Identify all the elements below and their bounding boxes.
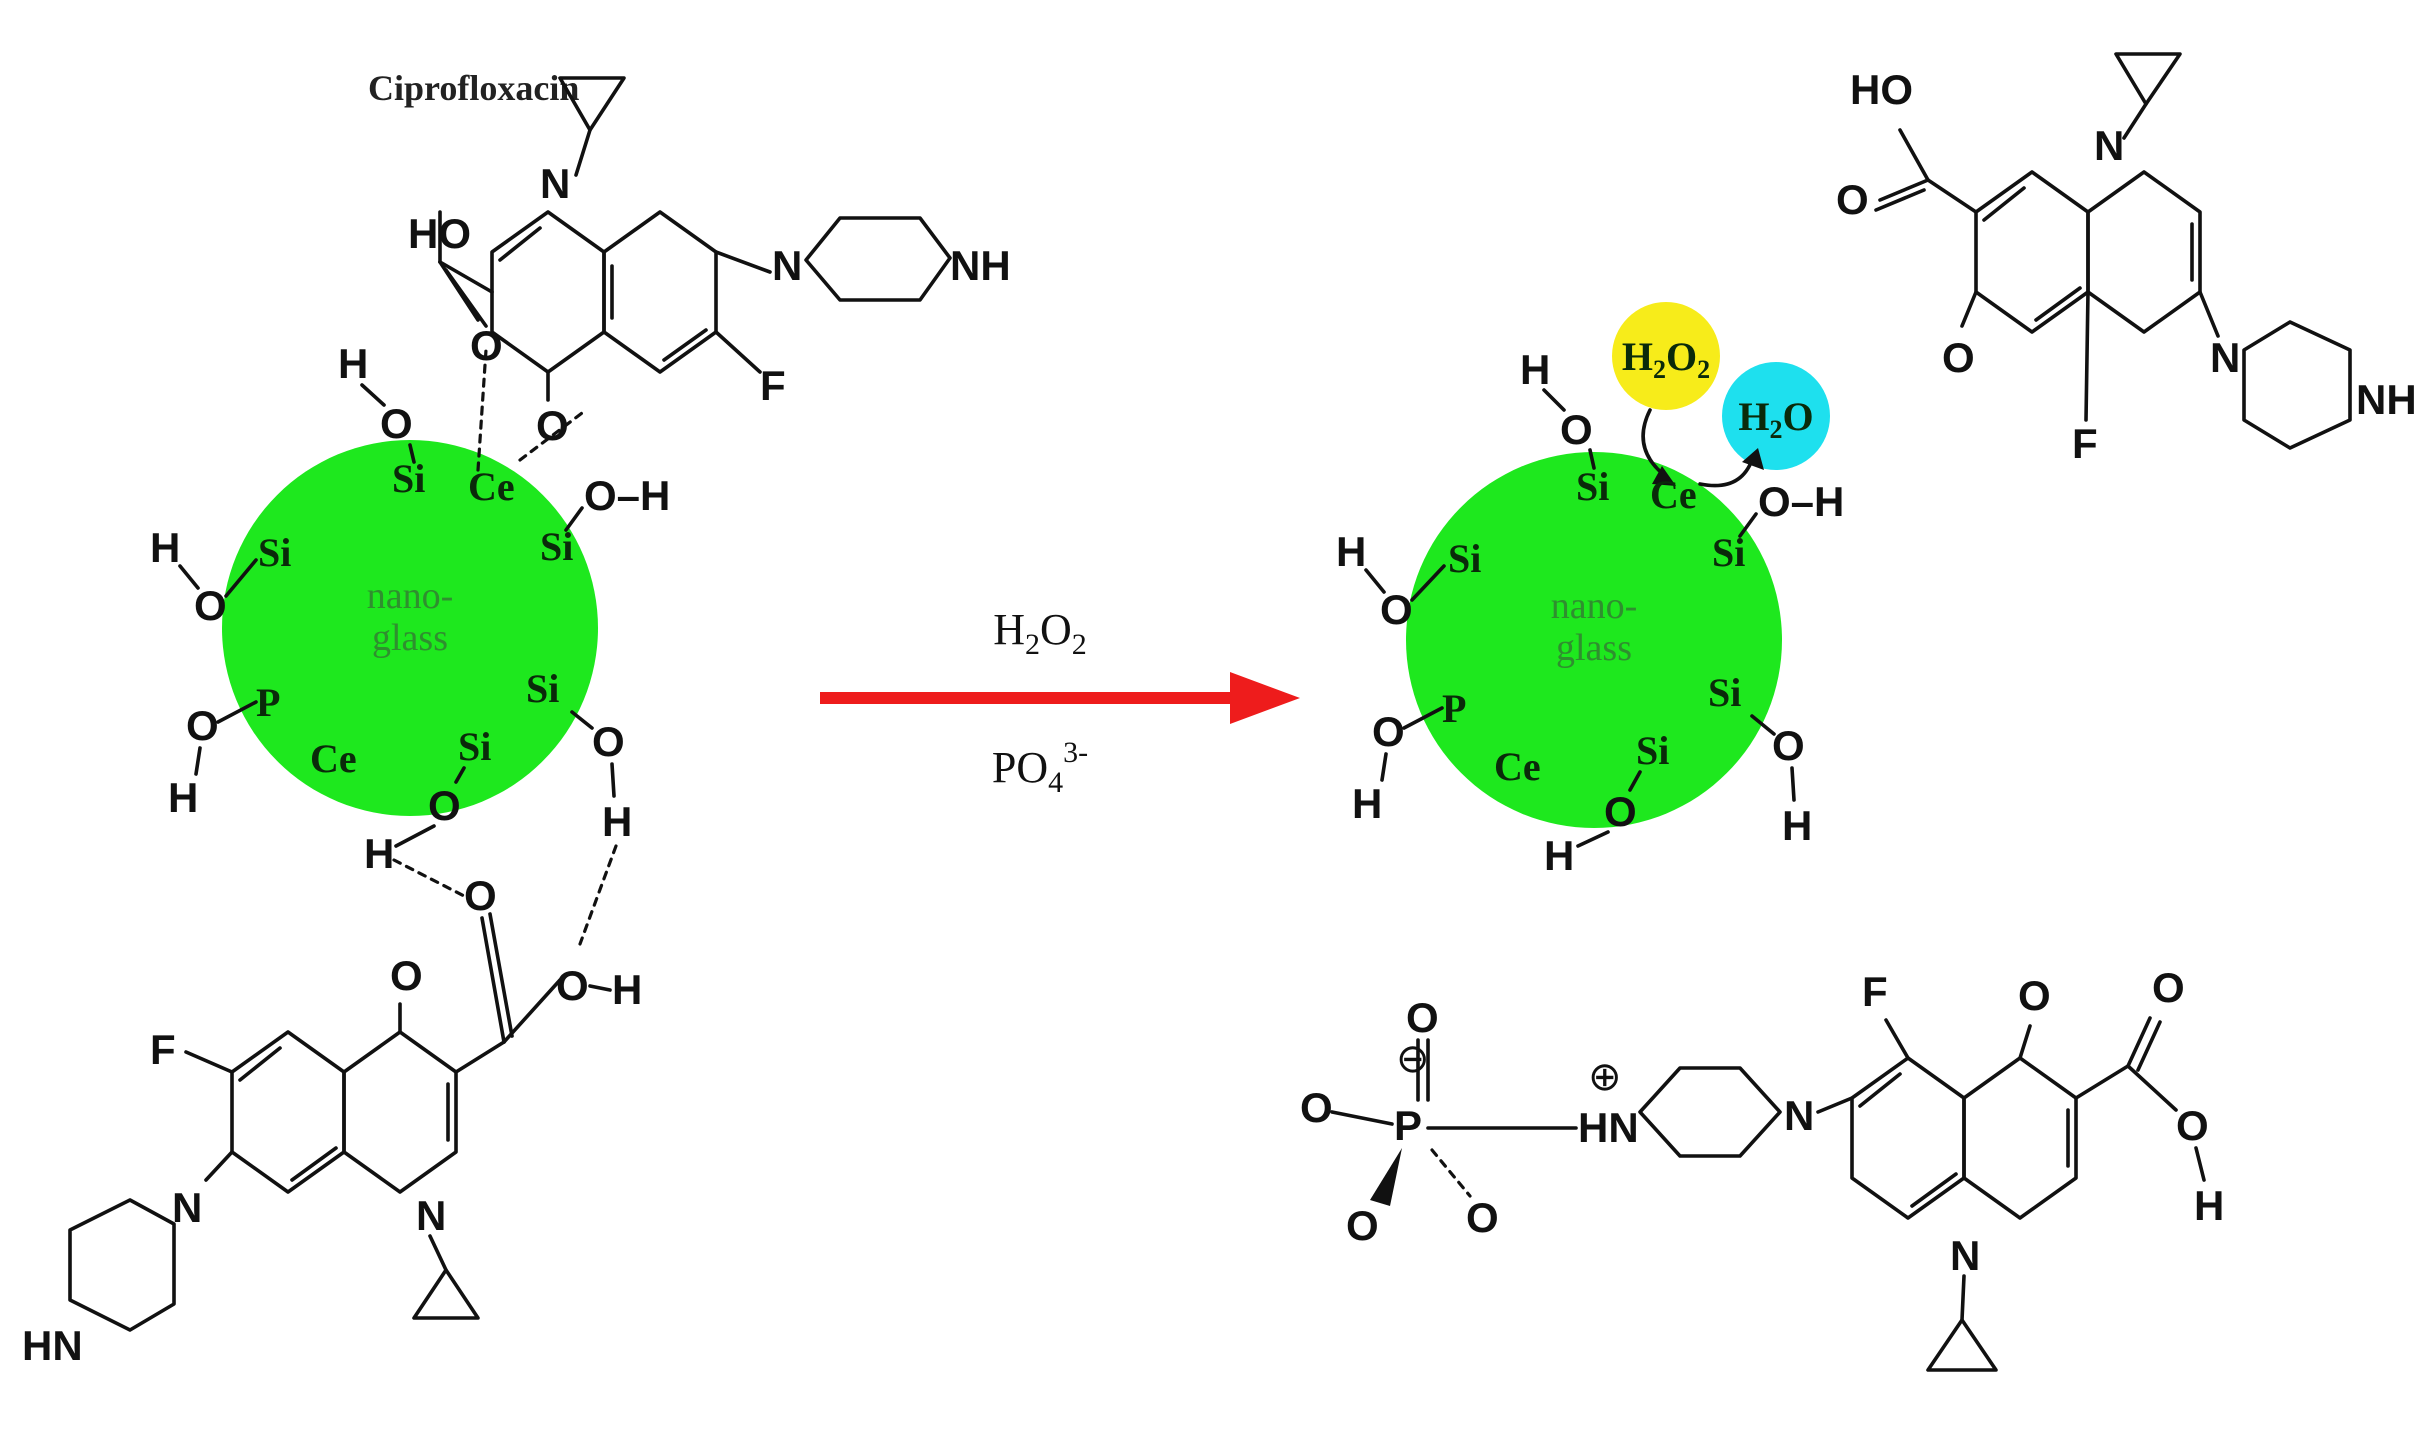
h-lower-right: H — [602, 798, 632, 845]
phos-oh-o: O — [2176, 1102, 2209, 1149]
o-lower-right: O — [592, 718, 625, 765]
ciprofloxacin-title: Ciprofloxacin — [368, 68, 579, 108]
h-top: H — [338, 340, 368, 387]
r-o-bottom: O — [1604, 788, 1637, 835]
right-panel: nano- glass H2O2 H2O Si Ce Si Si Si Si P… — [1300, 52, 2417, 1372]
surface-ce-top: Ce — [468, 464, 515, 509]
core-label-line2-right: glass — [1556, 627, 1632, 669]
r-surface-ce-bottom: Ce — [1494, 744, 1541, 789]
surface-si-left: Si — [258, 530, 291, 575]
phos-plus: ⊕ — [1588, 1055, 1622, 1099]
free-n1: N — [2094, 122, 2124, 169]
o-bottom: O — [428, 782, 461, 829]
phos-ketone-o: O — [2018, 972, 2051, 1019]
reaction-arrow-group: H2O2 PO43- — [820, 605, 1300, 799]
o-left: O — [194, 582, 227, 629]
top-carboxyl-o: O — [470, 322, 503, 369]
o-top: O — [380, 400, 413, 447]
free-pip-nh: NH — [2356, 376, 2417, 423]
top-n1: N — [540, 160, 570, 207]
water-bubble — [1722, 362, 1830, 470]
r-surface-si-left: Si — [1448, 536, 1481, 581]
ciprofloxacin-bottom: O O O H N F N HN — [22, 872, 642, 1369]
r-h-bottom: H — [1544, 832, 1574, 879]
phos-o-br: O — [1466, 1194, 1499, 1241]
r-o-p: O — [1372, 708, 1405, 755]
bottom-carboxyl-o: O — [464, 872, 497, 919]
ciprofloxacin-free: N O HO O F N NH — [1836, 52, 2417, 467]
h-bottom: H — [364, 830, 394, 877]
bottom-ketone-o: O — [390, 952, 423, 999]
h-left: H — [150, 524, 180, 571]
core-label-line1-right: nano- — [1551, 585, 1638, 627]
top-ketone-o: O — [536, 402, 569, 449]
surface-si-top: Si — [392, 456, 425, 501]
r-o-left: O — [1380, 586, 1413, 633]
bottom-pip-hn: HN — [22, 1322, 83, 1369]
ciprofloxacin-top: N O HO O N NH F — [408, 76, 1011, 449]
bottom-n1: N — [416, 1192, 446, 1239]
r-surface-si-bottom: Si — [1636, 728, 1669, 773]
phos-o-top: O — [1406, 994, 1439, 1041]
core-label-line2: glass — [372, 617, 448, 659]
phos-o-bl: O — [1346, 1202, 1379, 1249]
water-bubble-label: H2O — [1738, 394, 1813, 444]
r-oh-right: O–H — [1758, 478, 1844, 525]
r-surface-si-lower-right: Si — [1708, 670, 1741, 715]
free-carboxyl-o: O — [1836, 176, 1869, 223]
free-ketone-o: O — [1942, 334, 1975, 381]
r-o-lower-right: O — [1772, 722, 1805, 769]
top-pip-n: N — [772, 242, 802, 289]
bottom-f: F — [150, 1026, 176, 1073]
top-ho: HO — [408, 210, 471, 257]
r-h-left: H — [1336, 528, 1366, 575]
r-surface-si-top: Si — [1576, 464, 1609, 509]
r-o-top: O — [1560, 406, 1593, 453]
phos-p: P — [1394, 1102, 1422, 1149]
h2o2-bubble-label: H2O2 — [1622, 334, 1710, 384]
curved-arrow-out — [1698, 458, 1754, 488]
left-panel: Ciprofloxacin nano- glass Si Ce Si Si Si… — [22, 68, 1011, 1369]
bottom-pip-n: N — [172, 1184, 202, 1231]
h-p: H — [168, 774, 198, 821]
top-f: F — [760, 362, 786, 409]
nanoglass-particle-right — [1406, 452, 1782, 828]
surface-si-lower-right: Si — [526, 666, 559, 711]
bottom-oh-h: H — [612, 966, 642, 1013]
ciprofloxacin-phosphate-complex: O P ⊖ O O O ⊕ HN N F O N — [1300, 964, 2224, 1372]
h2o2-bubble — [1612, 302, 1720, 410]
phos-pip-n: N — [1784, 1092, 1814, 1139]
r-surface-ce-top: Ce — [1650, 472, 1697, 517]
surface-si-right: Si — [540, 524, 573, 569]
r-surface-p: P — [1442, 686, 1466, 731]
phos-carboxyl-o: O — [2152, 964, 2185, 1011]
o-p: O — [186, 702, 219, 749]
bottom-oh-o: O — [556, 962, 589, 1009]
r-h-p: H — [1352, 780, 1382, 827]
core-label-line1: nano- — [367, 575, 454, 617]
r-h-lower-right: H — [1782, 802, 1812, 849]
surface-si-bottom: Si — [458, 724, 491, 769]
free-f: F — [2072, 420, 2098, 467]
r-h-top: H — [1520, 346, 1550, 393]
surface-ce-bottom: Ce — [310, 736, 357, 781]
top-pip-nh: NH — [950, 242, 1011, 289]
phos-hn: HN — [1578, 1104, 1639, 1151]
phos-n1: N — [1950, 1232, 1980, 1279]
phos-oh-h: H — [2194, 1182, 2224, 1229]
phos-f: F — [1862, 968, 1888, 1015]
phos-o-left: O — [1300, 1084, 1333, 1131]
reagent-h2o2: H2O2 — [993, 605, 1087, 661]
free-pip-n: N — [2210, 334, 2240, 381]
surface-p: P — [256, 680, 280, 725]
reaction-arrowhead — [1230, 672, 1300, 724]
free-ho: HO — [1850, 66, 1913, 113]
phos-minus: ⊖ — [1396, 1037, 1430, 1081]
reagent-phosphate: PO43- — [992, 736, 1088, 799]
oh-right: O–H — [584, 472, 670, 519]
nanoglass-particle-left — [222, 440, 598, 816]
